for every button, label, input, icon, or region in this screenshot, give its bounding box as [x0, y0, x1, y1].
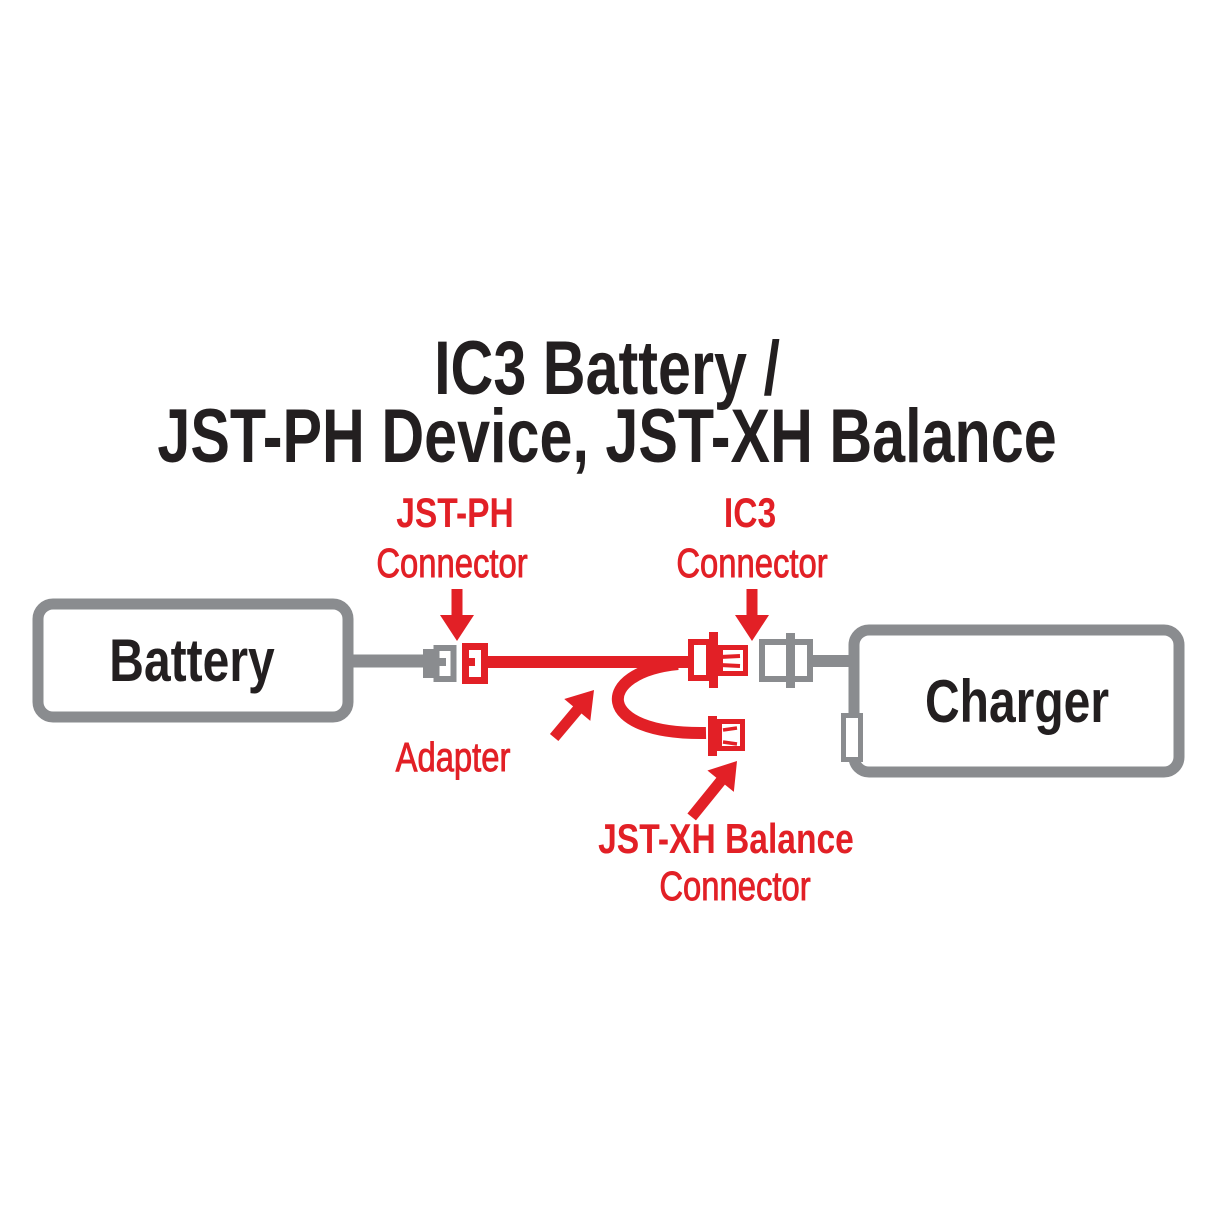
battery-label: Battery: [109, 627, 274, 694]
jst-xh-balance-connector: [708, 716, 745, 756]
jst-xh-label: JST-XH Balance: [598, 817, 854, 863]
ic3-down-arrow-icon: [735, 589, 769, 641]
charger-balance-port: [841, 713, 863, 762]
jst-ph-connector-red: [462, 643, 488, 684]
page-title-line1: IC3 Battery /: [434, 326, 780, 411]
jst-xh-arrow-icon: [687, 761, 737, 821]
connector-flange: [709, 632, 718, 688]
ic3-connector-red: [688, 632, 748, 688]
adapter-arrow-icon: [549, 690, 594, 742]
connector-pin: [466, 658, 475, 666]
connector-body: [688, 639, 712, 681]
connector-pin: [437, 658, 446, 666]
ic3-label: IC3: [724, 491, 776, 537]
balance-lead-wire: [611, 658, 707, 740]
connector-flange: [708, 716, 717, 756]
ic3-connector-gray: [759, 633, 813, 688]
jst-ph-connector-gray: [423, 645, 457, 682]
charger-box: [848, 624, 1185, 778]
jst-ph-label-line2: Connector: [376, 539, 527, 585]
connector-flange: [786, 633, 795, 688]
charger-label: Charger: [925, 668, 1109, 735]
connector-pin: [719, 654, 741, 659]
jst-xh-label-line2: Connector: [659, 862, 810, 908]
connector-housing: [718, 645, 748, 676]
connector-pin: [722, 740, 738, 746]
ic3-label-line2: Connector: [676, 539, 827, 585]
adapter-label: Adapter: [396, 733, 511, 779]
jst-ph-down-arrow-icon: [440, 589, 474, 641]
connector-pin: [722, 726, 738, 732]
page-title-line2: JST-PH Device, JST-XH Balance: [157, 394, 1056, 479]
connector-pin: [719, 663, 741, 668]
jst-ph-label: JST-PH: [396, 491, 514, 537]
